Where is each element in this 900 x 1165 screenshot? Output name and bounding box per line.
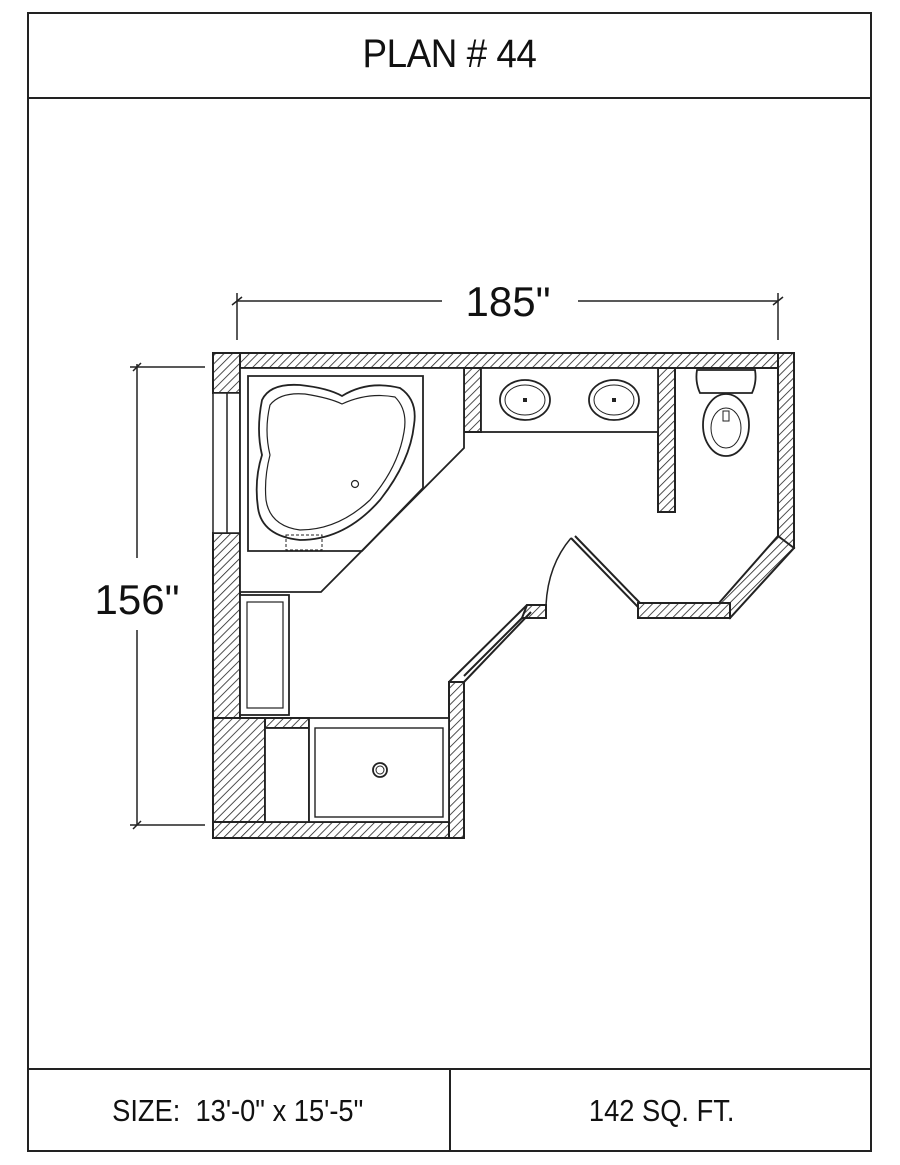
width-dimension-label: 185"	[466, 278, 551, 325]
footer-bar: SIZE: 13'-0" x 15'-5" 142 SQ. FT.	[27, 1068, 872, 1152]
width-dimension-line	[231, 293, 784, 340]
exterior-walls	[212, 352, 796, 839]
toilet	[695, 369, 757, 457]
plan-title: PLAN # 44	[362, 32, 537, 76]
title-bar: PLAN # 44	[27, 12, 872, 99]
angled-walls	[448, 535, 641, 683]
linen-cabinet	[239, 594, 290, 716]
area-label: 142 SQ. FT.	[588, 1093, 735, 1128]
height-dimension-label: 156"	[95, 576, 180, 623]
shower	[264, 717, 450, 823]
door[interactable]	[545, 537, 572, 606]
height-dimension-line	[130, 362, 205, 830]
sink-left	[499, 379, 551, 421]
size-label: SIZE: 13'-0" x 15'-5"	[112, 1093, 364, 1128]
area-cell: 142 SQ. FT.	[451, 1070, 872, 1152]
shower-bench	[264, 727, 310, 823]
window	[212, 392, 241, 534]
double-vanity	[480, 367, 659, 433]
sink-right	[588, 379, 640, 421]
size-cell: SIZE: 13'-0" x 15'-5"	[27, 1070, 451, 1152]
corner-tub	[239, 367, 465, 593]
